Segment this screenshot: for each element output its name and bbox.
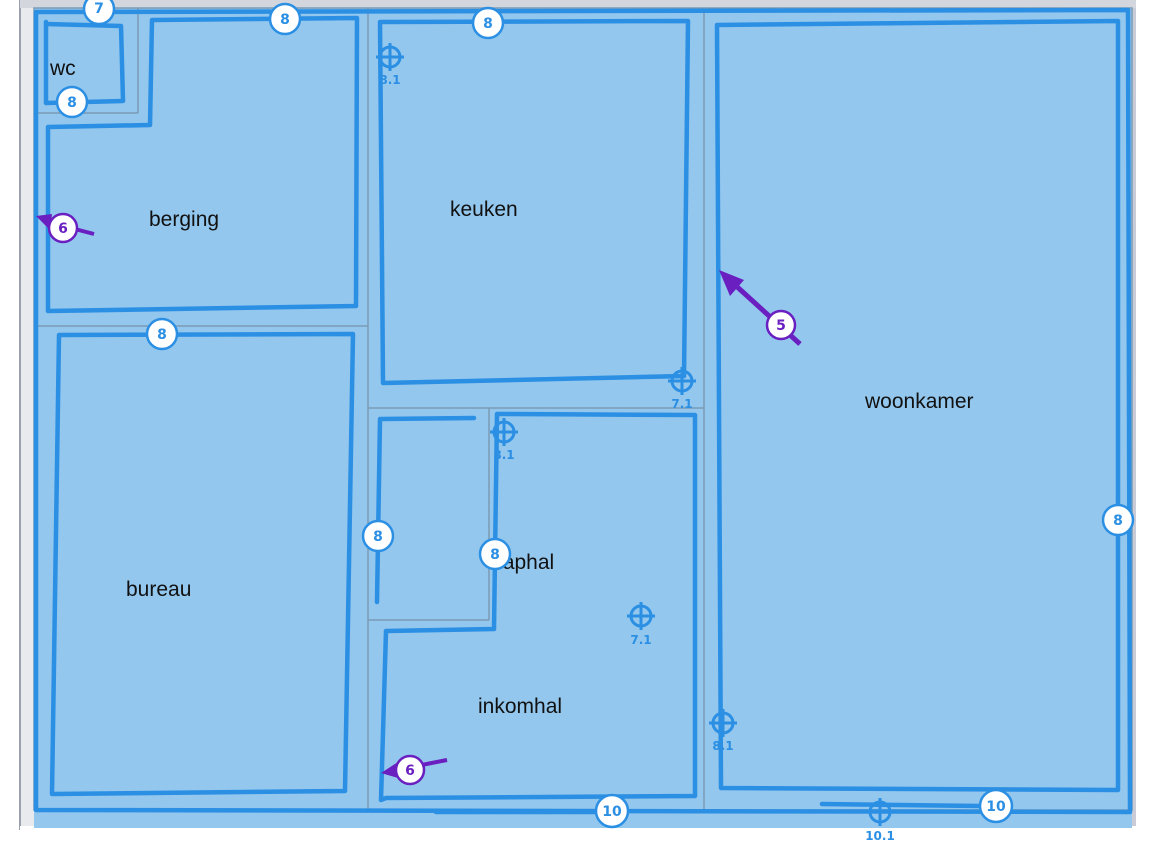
room-label-bureau: bureau xyxy=(126,578,191,601)
target-label: 10.1 xyxy=(865,829,895,841)
target-marker-hall-mid[interactable]: 7.1 xyxy=(627,602,655,647)
badge-label: 8 xyxy=(157,327,167,343)
room-label-inkomhal: inkomhal xyxy=(478,695,562,718)
target-label: 7.1 xyxy=(671,397,692,411)
badge-label: 10 xyxy=(986,799,1006,815)
target-label: 8.1 xyxy=(493,448,514,462)
target-label: 8.1 xyxy=(712,739,733,753)
target-marker-hall-top[interactable]: 8.1 xyxy=(490,418,518,462)
top-edge-strip xyxy=(20,0,1136,8)
badge-label: 8 xyxy=(483,16,493,32)
badge-label: 7 xyxy=(94,1,104,17)
badge-label: 10 xyxy=(602,804,622,820)
target-marker-bottom-right[interactable]: 10.1 xyxy=(865,798,895,841)
badge-label: 8 xyxy=(280,12,290,28)
arrow-badge-label: 5 xyxy=(776,318,786,334)
badge-woonkamer-right[interactable]: 8 xyxy=(1101,503,1135,537)
partition-lines xyxy=(33,7,1133,811)
target-marker-keuken-top[interactable]: 8.1 xyxy=(376,43,404,87)
room-label-keuken: keuken xyxy=(450,198,518,221)
left-margin xyxy=(20,0,34,841)
badge-label: 8 xyxy=(490,547,500,563)
room-label-woonkamer: woonkamer xyxy=(864,390,974,413)
badge-label: 8 xyxy=(1113,513,1123,529)
bottom-wall-trace-b xyxy=(819,801,983,809)
bottom-margin xyxy=(20,826,1136,841)
badge-wc[interactable]: 8 xyxy=(55,85,89,119)
badge-top-keuken[interactable]: 8 xyxy=(471,6,505,40)
arrow-badge-label: 6 xyxy=(405,763,415,779)
badge-bottom-right[interactable]: 10 xyxy=(978,788,1014,824)
hall-trace xyxy=(378,411,698,803)
target-marker-keuken-bottom[interactable]: 7.1 xyxy=(668,367,696,411)
arrow-badge-label: 6 xyxy=(58,221,68,237)
room-label-berging: berging xyxy=(149,208,219,231)
arrow-berging[interactable]: 6 xyxy=(36,212,95,244)
outer-wall-trace xyxy=(33,7,1133,815)
arrow-inkomhal[interactable]: 6 xyxy=(381,754,448,786)
right-margin xyxy=(1132,0,1170,841)
badge-top-left[interactable]: 7 xyxy=(82,0,116,26)
berging-trace xyxy=(45,15,360,314)
badge-stair-left[interactable]: 8 xyxy=(361,519,395,553)
badge-label: 8 xyxy=(373,529,383,545)
badge-label: 8 xyxy=(67,95,77,111)
keuken-trace xyxy=(377,18,691,386)
badge-top-berging[interactable]: 8 xyxy=(268,2,302,36)
badge-stair-mid[interactable]: 8 xyxy=(478,537,512,571)
room-label-wc: wc xyxy=(49,57,76,80)
arrow-woonkamer[interactable]: 5 xyxy=(719,270,802,346)
bureau-trace xyxy=(49,331,356,797)
traced-walls xyxy=(33,7,1133,815)
badge-bureau-top[interactable]: 8 xyxy=(145,317,179,351)
wc-trace xyxy=(43,19,126,106)
target-marker-woonkamer[interactable]: 8.1 xyxy=(709,709,737,753)
plan-fill xyxy=(34,8,1132,828)
woonkamer-trace xyxy=(714,18,1121,793)
target-label: 8.1 xyxy=(379,73,400,87)
target-label: 7.1 xyxy=(630,633,651,647)
badge-bottom-mid[interactable]: 10 xyxy=(594,793,630,829)
